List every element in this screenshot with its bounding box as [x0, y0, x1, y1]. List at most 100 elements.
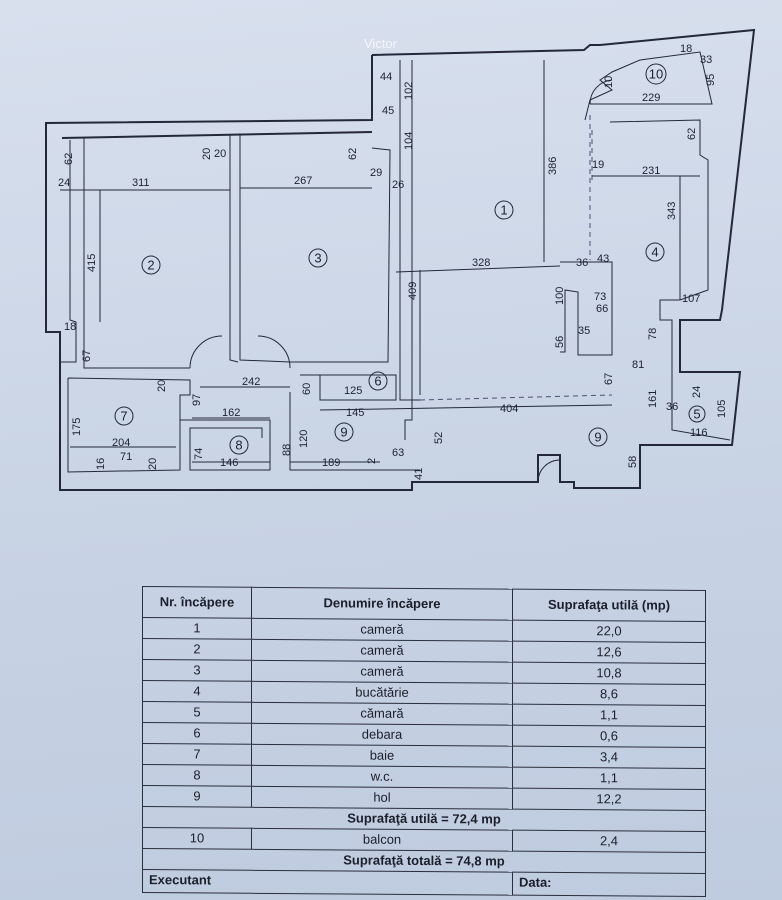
dim-label: 2 [366, 458, 378, 464]
dim-label: 43 [597, 253, 609, 265]
dim-label: 24 [58, 177, 70, 189]
dim-label: 62 [347, 148, 359, 160]
room-number-4: 4 [651, 244, 658, 259]
dim-label: 145 [346, 407, 364, 419]
area-table: Nr. încăpere Denumire încăpere Suprafaţa… [142, 586, 706, 897]
room-number-9a: 9 [340, 424, 347, 439]
dim-label: 229 [642, 92, 660, 104]
dim-label: 343 [666, 202, 678, 220]
room-number-9b: 9 [594, 429, 601, 444]
dim-label: 10 [603, 76, 615, 88]
dim-label: 242 [242, 376, 260, 388]
dim-label: 146 [220, 457, 238, 469]
dim-label: 33 [700, 54, 712, 66]
dim-label: 63 [392, 447, 404, 459]
dim-label: 20 [156, 380, 168, 392]
dim-label: 125 [344, 385, 362, 397]
dim-label: 58 [627, 456, 639, 468]
dim-label: 60 [301, 383, 313, 395]
dim-label: 35 [578, 325, 590, 337]
dim-label: 45 [382, 105, 394, 117]
dim-label: 415 [86, 254, 98, 272]
dim-label: 20 [214, 148, 226, 160]
row-nr: 3 [142, 659, 252, 682]
dim-label: 36 [576, 257, 588, 269]
row-area: 3,4 [512, 746, 706, 769]
date-label: Data: [512, 872, 706, 897]
dim-label: 78 [647, 328, 659, 340]
dim-label: 404 [500, 403, 518, 415]
row-name: w.c. [251, 765, 513, 789]
dim-label: 41 [413, 468, 425, 480]
dim-label: 97 [191, 394, 203, 406]
dim-label: 409 [407, 282, 419, 300]
row-nr: 5 [142, 701, 252, 724]
room-number-10: 10 [649, 66, 663, 81]
row-name: cameră [251, 660, 513, 684]
room-number-1: 1 [500, 202, 507, 217]
row-area: 1,1 [512, 767, 706, 790]
row-area: 10,8 [512, 662, 706, 685]
room-number-markers: 1 2 3 4 5 6 7 8 9 9 10 [114, 63, 706, 455]
dim-label: 29 [370, 167, 382, 179]
dim-label: 162 [222, 407, 240, 419]
dim-label: 102 [403, 82, 415, 100]
dim-label: 328 [472, 257, 490, 269]
dim-label: 161 [647, 390, 659, 408]
dim-label: 20 [201, 148, 213, 160]
dim-label: 116 [690, 427, 708, 439]
dim-label: 386 [547, 157, 559, 175]
dim-label: 100 [554, 287, 566, 305]
dim-label: 20 [147, 458, 159, 470]
floor-plan: 1 2 3 4 5 6 7 8 9 9 10 311 2 67 62 [45, 28, 756, 491]
balcony-name: balcon [251, 828, 513, 852]
dim-label: 18 [680, 43, 692, 55]
balcony-area: 2,4 [512, 830, 706, 853]
dim-label: 81 [632, 359, 644, 371]
dim-label: 62 [63, 153, 75, 165]
row-name: cameră [251, 618, 513, 642]
dim-label: 88 [281, 444, 293, 456]
dim-label: 175 [71, 418, 83, 436]
row-nr: 7 [142, 743, 252, 766]
watermark-text: Victor [364, 36, 398, 51]
row-name: baie [251, 744, 513, 768]
dim-label: 62 [686, 128, 698, 140]
row-name: cameră [251, 639, 513, 663]
row-area: 12,2 [512, 788, 706, 811]
row-area: 22,0 [512, 620, 706, 643]
dim-label: 18 [64, 321, 76, 333]
footer-row: Executant Data: [142, 869, 706, 897]
dim-label: 71 [120, 451, 132, 463]
row-nr: 2 [142, 638, 252, 661]
row-area: 12,6 [512, 641, 706, 664]
dim-label: 36 [666, 401, 678, 413]
dim-label: 16 [95, 458, 107, 470]
dim-label: 73 [594, 291, 606, 303]
row-nr: 9 [142, 785, 252, 808]
dim-label: 26 [392, 179, 404, 191]
room-number-3: 3 [314, 250, 321, 265]
row-nr: 8 [142, 764, 252, 787]
dim-label: 74 [193, 448, 205, 460]
dim-label: 120 [298, 430, 310, 448]
dim-label: 311 [132, 177, 150, 189]
dim-label: 24 [691, 386, 703, 398]
room-number-8: 8 [235, 437, 242, 452]
executant-label: Executant [142, 869, 513, 896]
row-nr: 1 [142, 617, 252, 640]
room-number-5: 5 [693, 406, 700, 421]
row-name: hol [251, 786, 513, 810]
dim-label: 231 [642, 165, 660, 177]
row-name: debara [251, 723, 513, 747]
plan-walls [45, 28, 756, 491]
row-nr: 4 [142, 680, 252, 703]
dim-label: 189 [322, 457, 340, 469]
dim-label: 104 [403, 132, 415, 150]
room-number-6: 6 [374, 373, 381, 388]
header-name: Denumire încăpere [251, 587, 513, 621]
row-name: bucătărie [251, 681, 513, 705]
dim-label: 67 [81, 350, 93, 362]
dim-label: 56 [554, 336, 566, 348]
